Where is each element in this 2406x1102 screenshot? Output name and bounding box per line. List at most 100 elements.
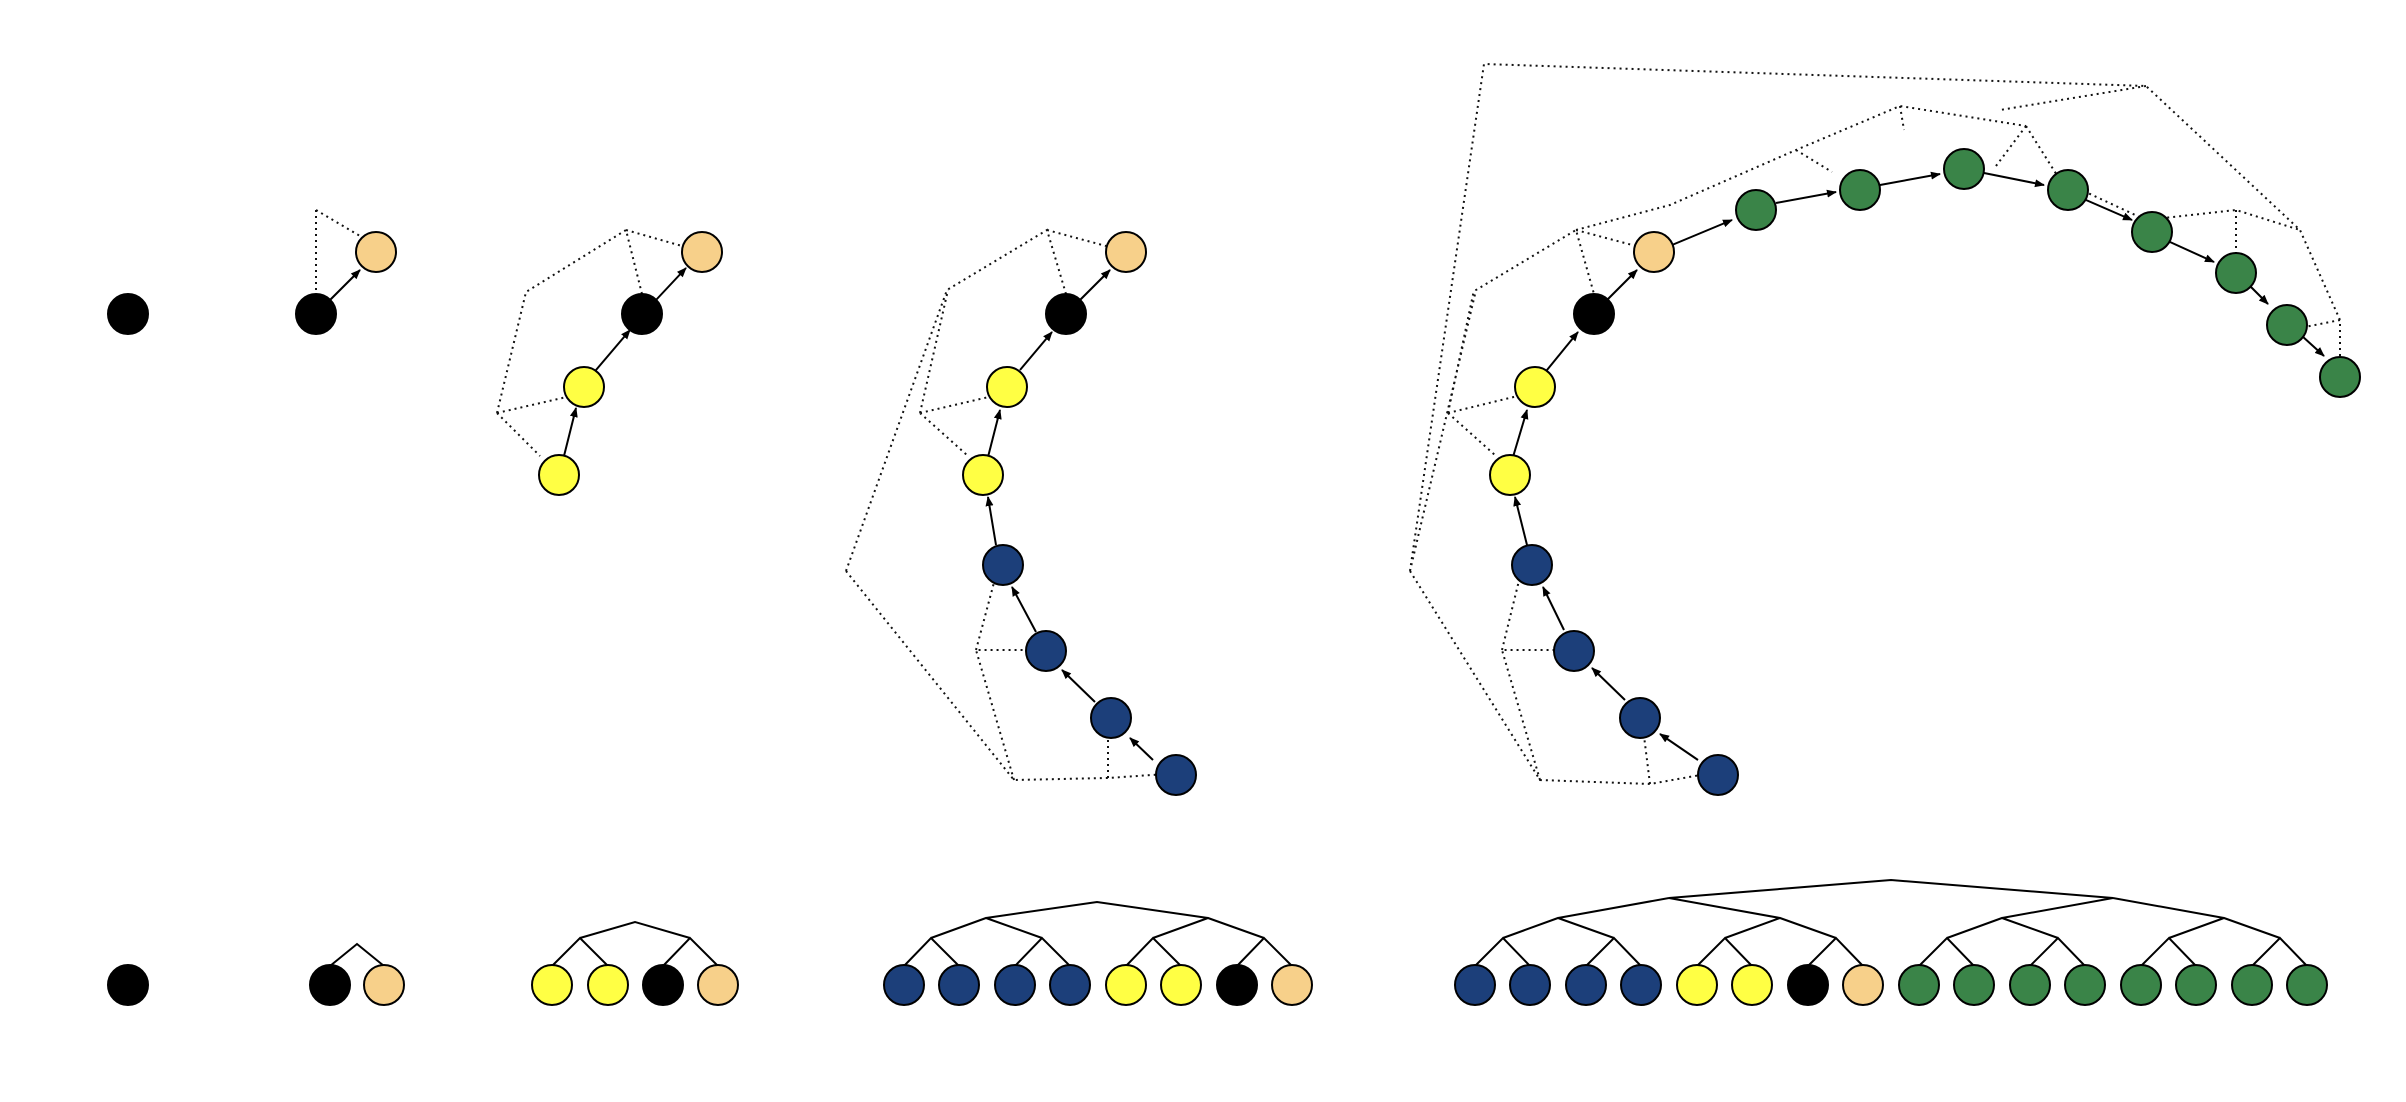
chain-arrow xyxy=(2169,241,2215,263)
chain-node xyxy=(2215,252,2257,294)
chain-arrow xyxy=(1591,667,1626,701)
chain-arrow xyxy=(1079,269,1111,301)
tree-leaf xyxy=(531,964,573,1006)
chain-arrow xyxy=(1671,219,1733,246)
chain-node xyxy=(295,293,337,335)
tree-leaf xyxy=(1731,964,1773,1006)
chain-node xyxy=(1553,630,1595,672)
tree-leaf xyxy=(1787,964,1829,1006)
chain-arrow xyxy=(1659,733,1699,761)
chain-node xyxy=(1943,148,1985,190)
chain-node xyxy=(563,366,605,408)
chain-node xyxy=(1025,630,1067,672)
chain-node xyxy=(1105,231,1147,273)
tree-5 xyxy=(1454,878,2328,1006)
chain-node xyxy=(962,454,1004,496)
chain-arrow xyxy=(1061,669,1096,703)
tree-leaf xyxy=(2286,964,2328,1006)
chain-node xyxy=(2319,356,2361,398)
chain-arrow xyxy=(595,329,631,371)
tree-1 xyxy=(107,964,149,1006)
chain-arrow xyxy=(563,407,578,457)
tree-leaf xyxy=(1160,964,1202,1006)
chain-node xyxy=(1514,366,1556,408)
chain-node xyxy=(621,293,663,335)
chain-node xyxy=(355,231,397,273)
tree-leaf xyxy=(2175,964,2217,1006)
tree-leaf xyxy=(587,964,629,1006)
tree-leaf xyxy=(1620,964,1662,1006)
tree-3 xyxy=(531,920,739,1006)
tree-leaf xyxy=(1216,964,1258,1006)
stage-2-chain xyxy=(295,209,397,335)
chain-node xyxy=(1697,754,1739,796)
stage-1-chain xyxy=(107,293,149,335)
tree-leaf xyxy=(2009,964,2051,1006)
tree-leaf xyxy=(309,964,351,1006)
tree-leaf xyxy=(938,964,980,1006)
tree-leaf xyxy=(994,964,1036,1006)
chain-arrow xyxy=(1512,409,1529,458)
tree-leaf xyxy=(1105,964,1147,1006)
chain-node xyxy=(1045,293,1087,335)
chain-node xyxy=(538,454,580,496)
chain-arrow xyxy=(1546,331,1579,371)
chain-node xyxy=(107,293,149,335)
tree-leaf xyxy=(2064,964,2106,1006)
chain-arrow xyxy=(2249,285,2269,305)
chain-arrow xyxy=(1879,171,1941,186)
chain-node xyxy=(1735,189,1777,231)
tree-branch xyxy=(329,942,385,967)
tree-leaf xyxy=(1565,964,1607,1006)
tree-leaf xyxy=(1676,964,1718,1006)
chain-node xyxy=(1155,754,1197,796)
chain-node xyxy=(2047,169,2089,211)
chain-arrow xyxy=(1983,172,2045,188)
tree-leaf xyxy=(1842,964,1884,1006)
dotted-link xyxy=(496,228,683,457)
chain-node xyxy=(1511,544,1553,586)
tree-branch xyxy=(551,920,719,967)
chain-arrow xyxy=(1606,269,1638,301)
chain-arrow xyxy=(1513,496,1528,546)
chain-arrow xyxy=(1542,586,1565,631)
dotted-link xyxy=(845,228,1167,782)
chain-node xyxy=(1839,169,1881,211)
chain-arrow xyxy=(1011,586,1037,633)
tree-leaf xyxy=(1454,964,1496,1006)
chain-arrow xyxy=(329,269,361,301)
dotted-link xyxy=(1409,62,2341,786)
stage-5-chain xyxy=(1409,62,2361,796)
tree-leaf xyxy=(2120,964,2162,1006)
chain-node xyxy=(2266,304,2308,346)
chain-arrow xyxy=(1775,189,1837,204)
tree-leaf xyxy=(1049,964,1091,1006)
chain-node xyxy=(1090,697,1132,739)
tree-leaf xyxy=(883,964,925,1006)
tree-leaf xyxy=(1953,964,1995,1006)
tree-branch xyxy=(903,900,1293,967)
tree-branch xyxy=(1474,878,2308,967)
tree-leaf xyxy=(642,964,684,1006)
tree-leaf xyxy=(1898,964,1940,1006)
chain-arrow xyxy=(985,496,997,546)
dotted-link xyxy=(315,209,361,295)
chain-node xyxy=(986,366,1028,408)
tree-leaf xyxy=(107,964,149,1006)
tree-leaf xyxy=(1509,964,1551,1006)
chain-node xyxy=(681,231,723,273)
chain-node xyxy=(2131,211,2173,253)
tree-leaf xyxy=(363,964,405,1006)
chain-arrow xyxy=(987,409,1002,458)
tree-leaf xyxy=(1271,964,1313,1006)
chain-arrow xyxy=(2301,335,2325,357)
tree-row xyxy=(107,878,2328,1006)
chain-node xyxy=(1489,454,1531,496)
chain-node xyxy=(1573,293,1615,335)
chain-arrow xyxy=(1019,331,1053,371)
tree-leaf xyxy=(697,964,739,1006)
stage-3-chain xyxy=(496,228,723,496)
tree-4 xyxy=(883,900,1313,1006)
